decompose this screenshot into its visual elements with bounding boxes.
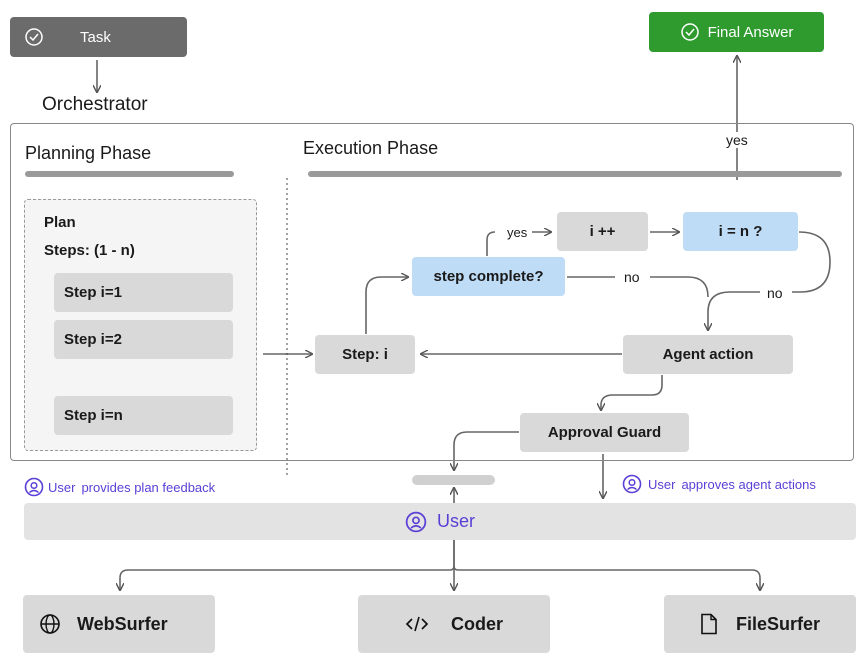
plan-feedback-user: User [48, 479, 76, 495]
user-circle-icon [622, 474, 642, 494]
file-icon [700, 613, 718, 635]
filesurfer-node: FileSurfer [664, 595, 856, 653]
plan-step-1-label: Step i=1 [64, 284, 122, 301]
execution-phase-bar [308, 171, 842, 177]
plan-step-2-label: Step i=2 [64, 331, 122, 348]
plan-title: Plan [44, 214, 76, 231]
yes-label-small: yes [507, 225, 528, 240]
coder-label: Coder [450, 613, 503, 634]
agent-action-node: Agent action [623, 335, 793, 374]
execution-phase-title: Execution Phase [303, 138, 439, 158]
step-complete-node: step complete? [412, 257, 565, 296]
plan-step-n-label: Step i=n [64, 407, 123, 424]
user-circle-icon [405, 511, 427, 533]
yes-label-top: yes [726, 132, 748, 148]
user-bar: User [24, 503, 856, 540]
orchestrator-title: Orchestrator [42, 94, 148, 115]
approval-guard-node: Approval Guard [520, 413, 689, 452]
task-label: Task [80, 28, 111, 46]
plan-step-1: Step i=1 [54, 273, 233, 312]
check-circle-icon [680, 22, 700, 42]
i-equals-n-node: i = n ? [683, 212, 798, 251]
task-node: Task [10, 17, 187, 57]
action-approval-label: User approves agent actions [622, 474, 816, 494]
step-i-node: Step: i [315, 335, 415, 374]
no-label-2: no [767, 285, 783, 301]
final-answer-label: Final Answer [707, 23, 794, 41]
plan-step-n: Step i=n [54, 396, 233, 435]
code-icon [405, 615, 429, 633]
planning-phase-title: Planning Phase [25, 143, 152, 163]
plan-step-2: Step i=2 [54, 320, 233, 359]
check-circle-icon [24, 27, 44, 47]
user-circle-icon [24, 477, 44, 497]
plan-feedback-text: provides plan feedback [81, 479, 216, 495]
user-bar-label: User [436, 511, 475, 531]
final-answer-node: Final Answer [649, 12, 824, 52]
no-label-1: no [624, 269, 640, 285]
action-approval-user: User [648, 476, 676, 492]
planning-phase-bar [25, 171, 234, 177]
websurfer-label: WebSurfer [77, 613, 168, 634]
globe-icon [39, 613, 61, 635]
plan-steps-range: Steps: (1 - n) [44, 242, 135, 259]
i-increment-node: i ++ [557, 212, 648, 251]
action-approval-text: approves agent actions [681, 476, 816, 492]
coder-node: Coder [358, 595, 550, 653]
filesurfer-label: FileSurfer [735, 613, 821, 634]
orchestrator-frame [10, 123, 854, 461]
websurfer-node: WebSurfer [23, 595, 215, 653]
feedback-bar [412, 475, 495, 485]
plan-feedback-label: User provides plan feedback [24, 477, 215, 497]
